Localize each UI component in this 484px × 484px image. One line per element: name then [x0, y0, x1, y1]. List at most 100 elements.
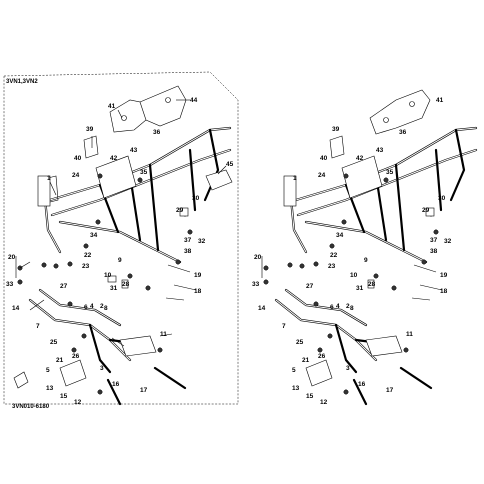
callout-labels: 1 2 3 4 5 6 7 8 9 10 11 12 13 14 15 16 1… [6, 97, 234, 406]
callout-43: 43 [376, 147, 384, 154]
callout-18: 18 [194, 288, 202, 295]
callout-19: 19 [440, 272, 448, 279]
cover-45 [205, 169, 233, 191]
guard-plate-41 [369, 89, 431, 135]
callout-11: 11 [160, 331, 167, 338]
callout-32: 32 [198, 238, 206, 245]
callout-3: 3 [100, 365, 104, 372]
callout-27: 27 [306, 283, 314, 290]
right-panel: 1 2 3 4 5 6 7 8 9 10 11 12 13 14 15 16 1… [252, 89, 478, 406]
callout-24: 24 [318, 172, 326, 179]
callout-7: 7 [282, 323, 286, 330]
callout-42: 42 [110, 155, 118, 162]
callout-34: 34 [336, 232, 344, 239]
callout-17: 17 [386, 387, 394, 394]
callout-32: 32 [444, 238, 452, 245]
callout-20: 20 [254, 254, 262, 261]
leader-lines [19, 99, 227, 347]
callout-15: 15 [60, 393, 68, 400]
callout-1: 1 [293, 175, 297, 182]
callout-6: 6 [84, 304, 88, 311]
callout-15: 15 [306, 393, 314, 400]
callout-28: 28 [368, 281, 376, 288]
main-frame [283, 126, 478, 264]
callout-31: 31 [356, 285, 364, 292]
callout-41: 41 [436, 97, 444, 104]
callout-8: 8 [350, 305, 354, 312]
callout-39: 39 [86, 126, 94, 133]
callout-17: 17 [140, 387, 148, 394]
main-frame [37, 126, 232, 264]
callout-12: 12 [74, 399, 82, 406]
callout-1: 1 [47, 175, 51, 182]
callout-39: 39 [332, 126, 340, 133]
callout-33: 33 [252, 281, 260, 288]
bracket-40 [329, 135, 345, 159]
callout-18: 18 [440, 288, 448, 295]
callout-31: 31 [110, 285, 118, 292]
callout-29: 29 [176, 207, 184, 214]
callout-25: 25 [50, 339, 58, 346]
callout-10: 10 [104, 272, 112, 279]
callout-4: 4 [90, 303, 94, 310]
callout-33: 33 [6, 281, 14, 288]
callout-14: 14 [12, 305, 20, 312]
callout-4: 4 [336, 303, 340, 310]
callout-9: 9 [364, 257, 368, 264]
callout-36: 36 [153, 129, 161, 136]
callout-23: 23 [328, 263, 336, 270]
callout-3: 3 [346, 365, 350, 372]
callout-13: 13 [292, 385, 300, 392]
callout-2: 2 [100, 303, 104, 310]
callout-40: 40 [74, 155, 82, 162]
callout-43: 43 [130, 147, 138, 154]
callout-26: 26 [72, 353, 80, 360]
callout-37: 37 [430, 237, 438, 244]
callout-9: 9 [118, 257, 122, 264]
callout-35: 35 [386, 169, 394, 176]
callout-6: 6 [330, 304, 334, 311]
callout-38: 38 [430, 248, 438, 255]
callout-25: 25 [296, 339, 304, 346]
callout-28: 28 [122, 281, 130, 288]
callout-40: 40 [320, 155, 328, 162]
callout-22: 22 [84, 252, 92, 259]
side-panel-42 [341, 155, 383, 199]
left-panel: 3VN1,3VN2 3VN010-6180 [6, 79, 234, 410]
drawing-number: 3VN010-6180 [12, 404, 50, 410]
callout-19: 19 [194, 272, 202, 279]
callout-45: 45 [226, 161, 234, 168]
callout-36: 36 [399, 129, 407, 136]
callout-12: 12 [320, 399, 328, 406]
callout-22: 22 [330, 252, 338, 259]
callout-2: 2 [346, 303, 350, 310]
callout-16: 16 [112, 381, 120, 388]
callout-34: 34 [90, 232, 98, 239]
model-code: 3VN1,3VN2 [6, 79, 38, 85]
callout-37: 37 [184, 237, 192, 244]
guard-plate-44 [139, 85, 187, 127]
callout-41: 41 [108, 103, 116, 110]
callout-13: 13 [46, 385, 54, 392]
callout-24: 24 [72, 172, 80, 179]
callout-16: 16 [358, 381, 366, 388]
callout-10: 10 [350, 272, 358, 279]
callout-14: 14 [258, 305, 266, 312]
bracket-40 [83, 135, 99, 159]
fasteners [13, 173, 197, 395]
callout-8: 8 [104, 305, 108, 312]
callout-5: 5 [292, 367, 296, 374]
callout-20: 20 [8, 254, 16, 261]
callout-27: 27 [60, 283, 68, 290]
side-panel-42 [95, 155, 137, 199]
callout-38: 38 [184, 248, 192, 255]
callout-29: 29 [422, 207, 430, 214]
callout-35: 35 [140, 169, 148, 176]
callout-42: 42 [356, 155, 364, 162]
callout-5: 5 [46, 367, 50, 374]
callout-44: 44 [190, 97, 198, 104]
callout-30: 30 [438, 195, 446, 202]
callout-30: 30 [192, 195, 200, 202]
callout-26: 26 [318, 353, 326, 360]
